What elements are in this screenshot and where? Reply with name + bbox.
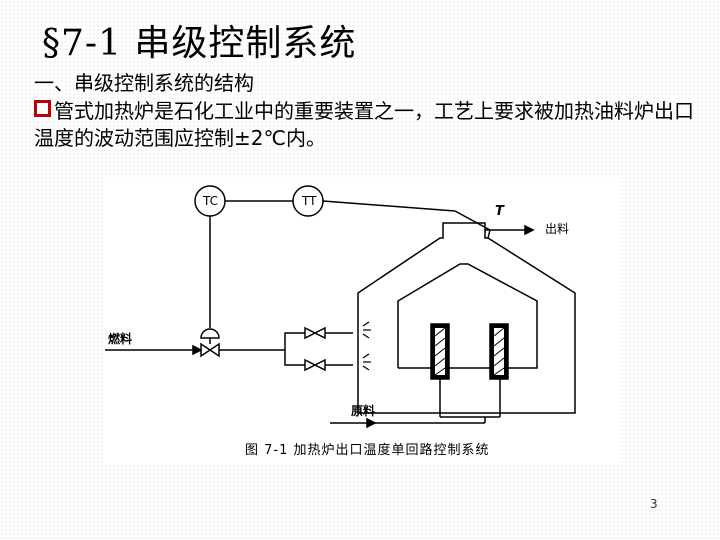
tc-label: TC (203, 194, 219, 208)
furnace-inner-wall (397, 263, 538, 369)
valve-actuator-icon (200, 328, 220, 339)
figure-caption: 图 7-1 加热炉出口温度单回路控制系统 (245, 443, 490, 458)
outlet-label: 出料 (545, 222, 570, 236)
bullet-paragraph: 管式加热炉是石化工业中的重要装置之一，工艺上要求被加热油料炉出口温度的波动范围应… (34, 98, 704, 152)
burner-valve-lower-left (304, 358, 317, 372)
tt-signal-line (322, 200, 456, 212)
outlet-temperature-label: T (495, 204, 504, 219)
feed-label: 原料 (351, 404, 376, 418)
fuel-arrow-icon (192, 344, 203, 356)
section-heading: 一、串级控制系统的结构 (34, 71, 254, 95)
outlet-arrow-icon (524, 224, 535, 236)
control-valve-right (208, 342, 220, 358)
burner-valve-upper-right (313, 326, 326, 340)
burner-valve-lower-right (313, 358, 326, 372)
burner-flame-icon (362, 321, 371, 371)
fuel-label: 燃料 (108, 332, 133, 346)
burner-valve-upper-left (304, 326, 317, 340)
square-bullet-icon (34, 100, 51, 117)
bullet-text: 管式加热炉是石化工业中的重要装置之一，工艺上要求被加热油料炉出口温度的波动范围应… (34, 99, 694, 150)
page-number: 3 (650, 497, 658, 511)
feed-arrow-icon (366, 417, 377, 429)
furnace-diagram-drawing (105, 185, 576, 429)
furnace-diagram: TC TT T 出料 燃料 原料 图 7-1 加热炉出口温度单回路控制系统 (105, 178, 620, 465)
furnace-outer-wall (357, 222, 576, 414)
tt-label: TT (302, 194, 317, 208)
slide-title: §7-1 串级控制系统 (42, 23, 357, 64)
